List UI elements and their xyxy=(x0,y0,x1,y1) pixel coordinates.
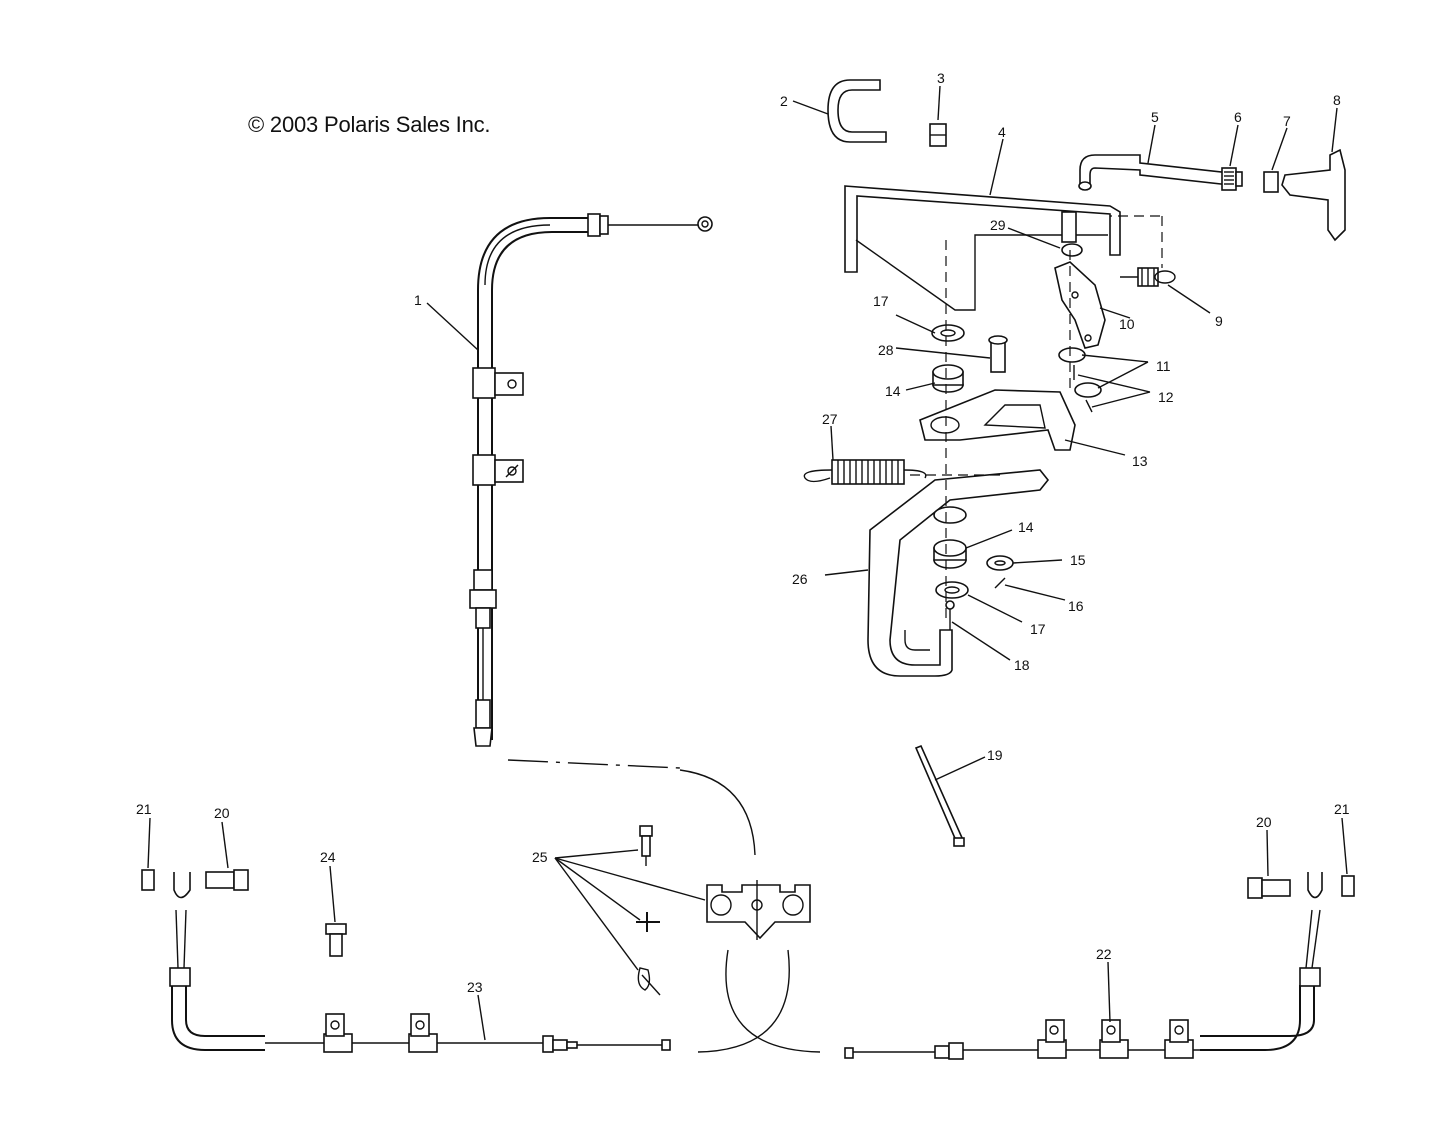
washer xyxy=(986,555,1014,571)
bushing xyxy=(933,539,967,569)
leader-lines xyxy=(147,85,1348,1041)
bolt xyxy=(1247,877,1291,899)
brake-cable-main xyxy=(469,213,713,747)
callout-13: 13 xyxy=(1132,453,1148,469)
callout-2: 2 xyxy=(780,93,788,109)
bolt xyxy=(205,869,249,891)
bolt xyxy=(325,923,347,957)
equalizer-bracket xyxy=(706,880,811,940)
hair-pin-clip xyxy=(637,967,661,996)
callout-19: 19 xyxy=(987,747,1003,763)
callout-3: 3 xyxy=(937,70,945,86)
callout-11: 11 xyxy=(1156,358,1171,374)
frame-bracket xyxy=(844,185,1121,311)
callout-24: 24 xyxy=(320,849,336,865)
washer xyxy=(1058,347,1086,363)
brake-cable-left xyxy=(169,872,671,1053)
callout-9: 9 xyxy=(1215,313,1223,329)
callout-14a: 14 xyxy=(885,383,901,399)
callout-26: 26 xyxy=(792,571,808,587)
callout-4: 4 xyxy=(998,124,1006,140)
rivet xyxy=(639,825,653,866)
brake-cable-right xyxy=(844,872,1323,1060)
washer xyxy=(1061,243,1083,257)
callout-10: 10 xyxy=(1119,316,1135,332)
nut xyxy=(141,869,155,891)
spring-clip xyxy=(1120,267,1176,287)
pivot-pin xyxy=(988,335,1008,373)
callout-23: 23 xyxy=(467,979,483,995)
cotter-pin xyxy=(994,577,1006,589)
callout-8: 8 xyxy=(1333,92,1341,108)
long-bolt xyxy=(914,744,965,847)
washer xyxy=(931,324,965,342)
tension-spring xyxy=(803,459,927,485)
spring-washer xyxy=(1221,167,1243,191)
callout-20a: 20 xyxy=(214,805,230,821)
cross-pin xyxy=(636,912,660,932)
callout-22: 22 xyxy=(1096,946,1112,962)
callout-16: 16 xyxy=(1068,598,1084,614)
callout-21a: 21 xyxy=(136,801,152,817)
nut xyxy=(1341,875,1355,897)
callout-7: 7 xyxy=(1283,113,1291,129)
nut xyxy=(1263,171,1279,193)
callout-labels: 1 2 3 4 5 6 7 8 9 10 11 12 13 14 14 15 1… xyxy=(136,70,1350,995)
callout-14b: 14 xyxy=(1018,519,1034,535)
callout-21b: 21 xyxy=(1334,801,1350,817)
brake-pedal xyxy=(867,469,1050,677)
ratchet-pawl xyxy=(1054,261,1106,349)
callout-15: 15 xyxy=(1070,552,1086,568)
callout-5: 5 xyxy=(1151,109,1159,125)
callout-18: 18 xyxy=(1014,657,1030,673)
callout-1: 1 xyxy=(414,292,422,308)
callout-25: 25 xyxy=(532,849,548,865)
callout-17b: 17 xyxy=(1030,621,1046,637)
callout-6: 6 xyxy=(1234,109,1242,125)
callout-20b: 20 xyxy=(1256,814,1272,830)
copyright-notice: © 2003 Polaris Sales Inc. xyxy=(248,112,491,137)
callout-12: 12 xyxy=(1158,389,1174,405)
washer xyxy=(935,581,969,599)
ratchet-plate xyxy=(919,389,1076,451)
t-handle xyxy=(1281,148,1346,242)
callout-29: 29 xyxy=(990,217,1006,233)
washer xyxy=(1074,382,1102,398)
bushing xyxy=(932,364,964,393)
callout-17a: 17 xyxy=(873,293,889,309)
callout-27: 27 xyxy=(822,411,838,427)
u-handle-grip xyxy=(827,79,887,143)
callout-28: 28 xyxy=(878,342,894,358)
l-shaft xyxy=(1078,154,1231,191)
cotter-pin xyxy=(1085,399,1093,413)
